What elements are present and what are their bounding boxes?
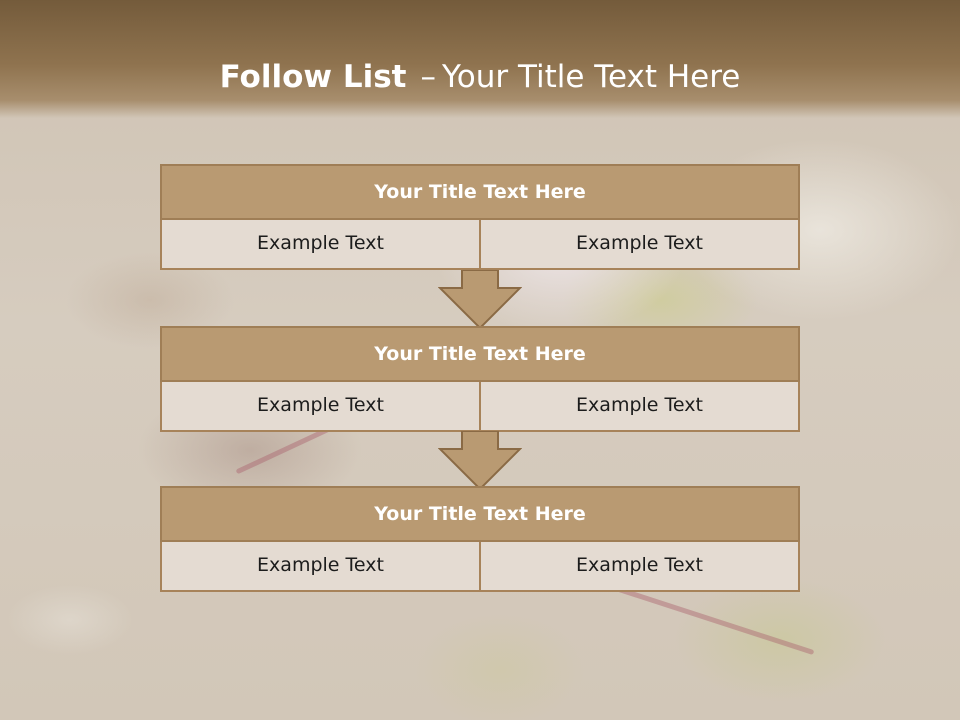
slide-title-main: Follow List <box>219 59 407 95</box>
slide-title-subtitle: Your Title Text Here <box>441 59 741 95</box>
step-right-cell[interactable]: Example Text <box>481 542 800 592</box>
step-title[interactable]: Your Title Text Here <box>160 486 800 542</box>
step-left-cell[interactable]: Example Text <box>160 542 481 592</box>
step-title[interactable]: Your Title Text Here <box>160 326 800 382</box>
step-block-3: Your Title Text Here Example Text Exampl… <box>160 486 800 592</box>
slide-title: Follow List–Your Title Text Here <box>0 55 960 99</box>
step-block-1: Your Title Text Here Example Text Exampl… <box>160 164 800 270</box>
step-left-cell[interactable]: Example Text <box>160 382 481 432</box>
step-block-2: Your Title Text Here Example Text Exampl… <box>160 326 800 432</box>
step-right-cell[interactable]: Example Text <box>481 382 800 432</box>
down-arrow-icon <box>438 431 522 491</box>
step-cells: Example Text Example Text <box>160 542 800 592</box>
title-bar <box>0 0 960 118</box>
step-cells: Example Text Example Text <box>160 382 800 432</box>
step-right-cell[interactable]: Example Text <box>481 220 800 270</box>
down-arrow-icon <box>438 270 522 330</box>
slide-title-separator: – <box>420 59 436 95</box>
step-cells: Example Text Example Text <box>160 220 800 270</box>
step-left-cell[interactable]: Example Text <box>160 220 481 270</box>
step-title[interactable]: Your Title Text Here <box>160 164 800 220</box>
